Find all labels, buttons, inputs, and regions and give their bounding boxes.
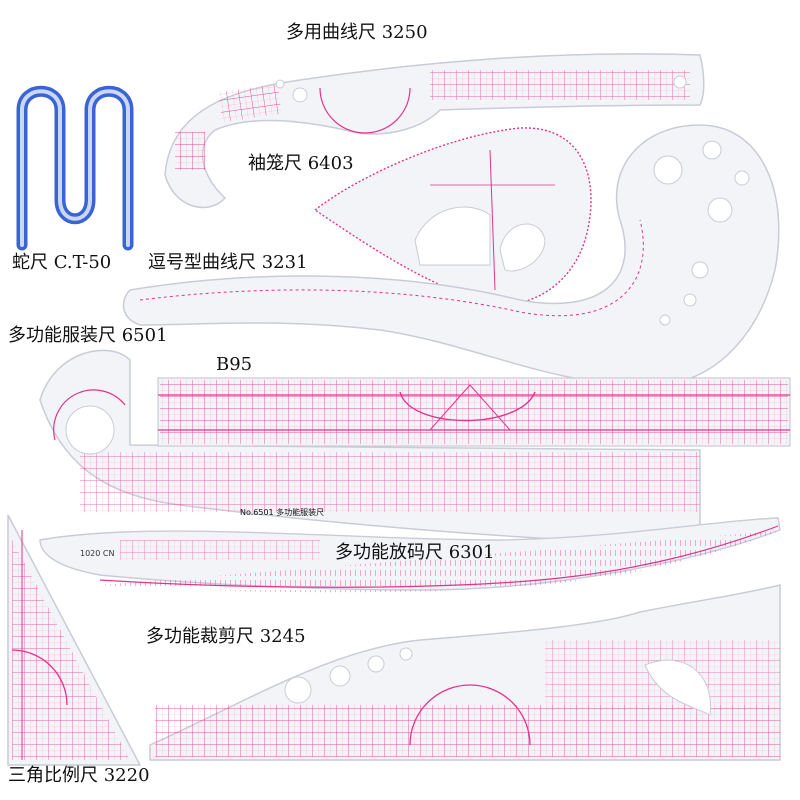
grading-ruler-6301: 1020 CN	[39, 517, 781, 593]
garment-ruler-6501: No.6501 多功能服装尺	[39, 349, 701, 546]
grading-ruler-code: 1020 CN	[80, 549, 114, 558]
label-grading-ruler-6301: 多功能放码尺 6301	[335, 542, 495, 563]
comma-curve-ruler-3231	[122, 124, 780, 387]
label-triangle-ruler-3220: 三角比例尺 3220	[8, 765, 150, 786]
triangle-ruler-3220	[7, 514, 142, 766]
label-cutting-ruler-3245: 多功能裁剪尺 3245	[146, 626, 306, 647]
sleeve-ruler-6403	[313, 127, 592, 305]
curve-ruler-3250	[164, 53, 705, 209]
snake-ruler	[16, 85, 134, 251]
label-snake-ruler: 蛇尺 C.T-50	[12, 252, 112, 273]
label-garment-ruler-6501: 多功能服装尺 6501	[8, 325, 168, 346]
b95-ruler	[157, 377, 791, 447]
label-comma-curve-ruler-3231: 逗号型曲线尺 3231	[148, 252, 308, 273]
label-curve-ruler-3250: 多用曲线尺 3250	[286, 22, 428, 43]
garment-ruler-code: No.6501 多功能服装尺	[240, 507, 324, 517]
label-b95-ruler: B95	[216, 354, 253, 375]
label-sleeve-ruler-6403: 袖笼尺 6403	[248, 153, 354, 174]
cutting-ruler-3245	[149, 584, 781, 761]
